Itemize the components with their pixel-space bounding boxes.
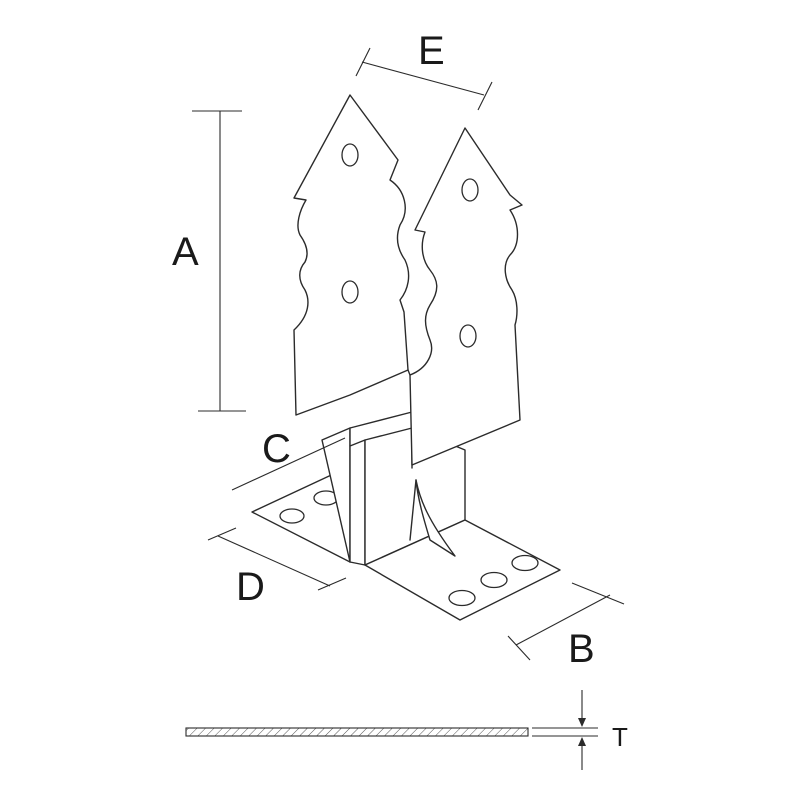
right-upright-flange (407, 127, 523, 466)
right-plate-hole-1 (448, 589, 476, 607)
plate-section (185, 727, 529, 737)
left-flange-hole-lower (341, 280, 359, 304)
thickness-section: T (185, 690, 628, 770)
right-base-plate (364, 519, 561, 621)
left-base-plate (251, 469, 351, 563)
left-upright-flange (293, 94, 410, 416)
dimension-c: C (231, 427, 346, 491)
stiffener-rib (409, 479, 456, 557)
dimension-label-b: B (568, 627, 595, 671)
dimension-label-t: T (612, 722, 628, 752)
dimension-label-e: E (418, 29, 445, 73)
right-flange-hole-lower (459, 324, 477, 348)
dimension-b: B (507, 582, 625, 671)
dimension-label-a: A (172, 230, 199, 274)
dimension-label-d: D (236, 565, 265, 609)
dimension-a: A (172, 110, 246, 412)
dimension-d: D (207, 527, 347, 609)
right-plate-hole-3 (511, 554, 539, 572)
right-flange-hole-upper (461, 178, 479, 202)
dimension-label-c: C (262, 427, 291, 471)
left-plate-hole-1 (279, 508, 305, 524)
dimension-e: E (355, 29, 493, 111)
right-plate-hole-2 (480, 571, 508, 589)
left-flange-hole-upper (341, 143, 359, 167)
